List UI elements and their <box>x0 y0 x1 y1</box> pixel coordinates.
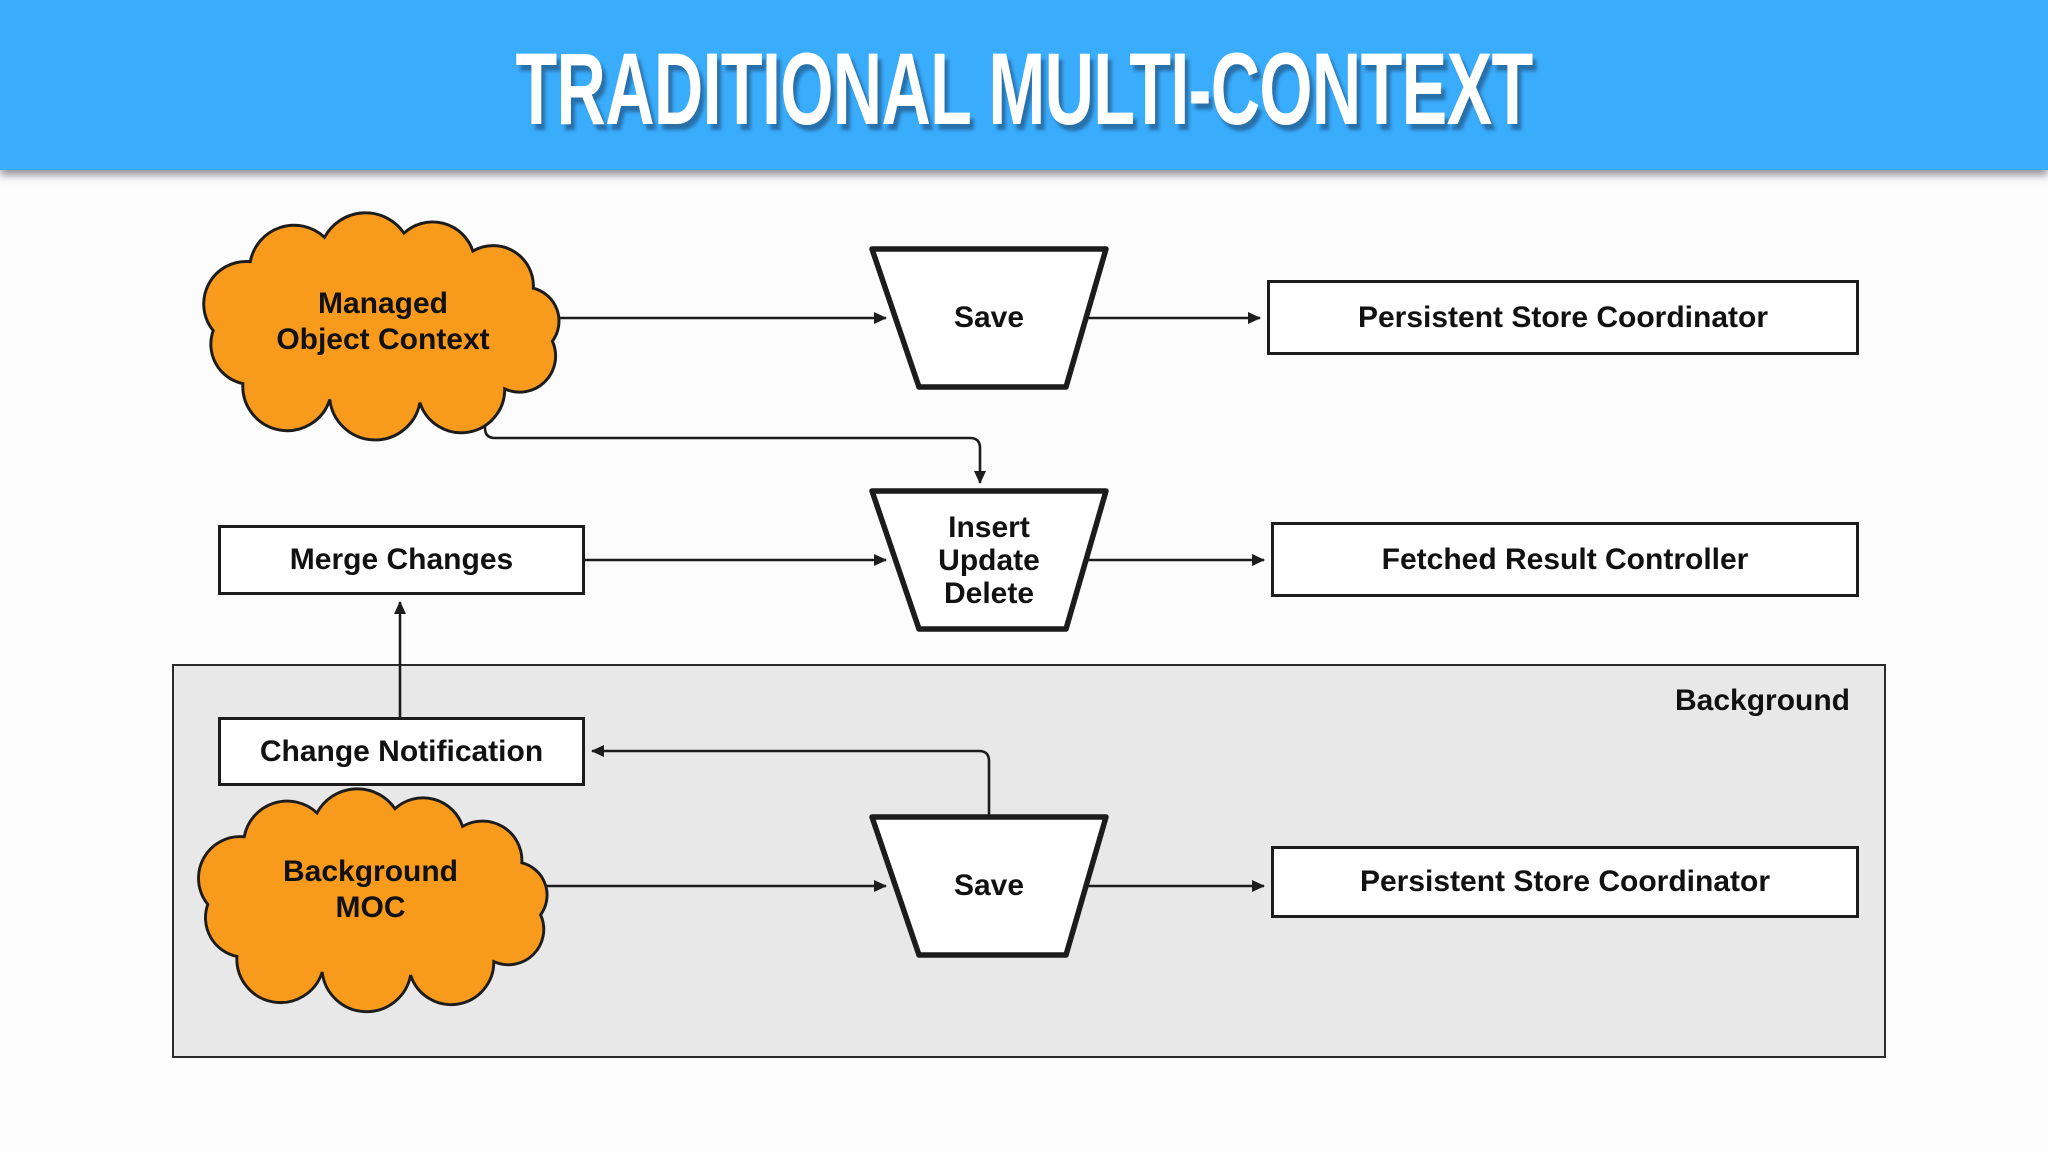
page-title: TRADITIONAL MULTI-CONTEXT <box>515 31 1533 146</box>
background-group-label: Background <box>1674 684 1850 717</box>
merge-changes-node: Merge Changes <box>218 525 585 595</box>
node-label: Change Notification <box>259 734 544 768</box>
change-notification-node: Change Notification <box>218 717 585 786</box>
save-main-trapezoid-shape <box>869 246 1109 390</box>
node-label: Persistent Store Coordinator <box>1359 865 1771 898</box>
background-moc-cloud-shape <box>197 787 549 1014</box>
persistent-store-coordinator-background-node: Persistent Store Coordinator <box>1271 846 1859 918</box>
fetched-result-controller-node: Fetched Result Controller <box>1271 522 1859 597</box>
edge-moc-to-insert-update-delete <box>483 398 986 484</box>
persistent-store-coordinator-main-node: Persistent Store Coordinator <box>1267 280 1859 355</box>
save-background-trapezoid-shape <box>869 814 1109 958</box>
node-label: Persistent Store Coordinator <box>1357 300 1769 334</box>
title-banner: TRADITIONAL MULTI-CONTEXT <box>0 0 2048 170</box>
node-label: Merge Changes <box>289 543 514 576</box>
edge-save-background-to-change-notification <box>591 745 991 817</box>
managed-object-context-cloud-shape <box>202 211 561 442</box>
insert-update-delete-trapezoid-shape <box>869 488 1109 632</box>
node-label: Fetched Result Controller <box>1381 542 1749 576</box>
